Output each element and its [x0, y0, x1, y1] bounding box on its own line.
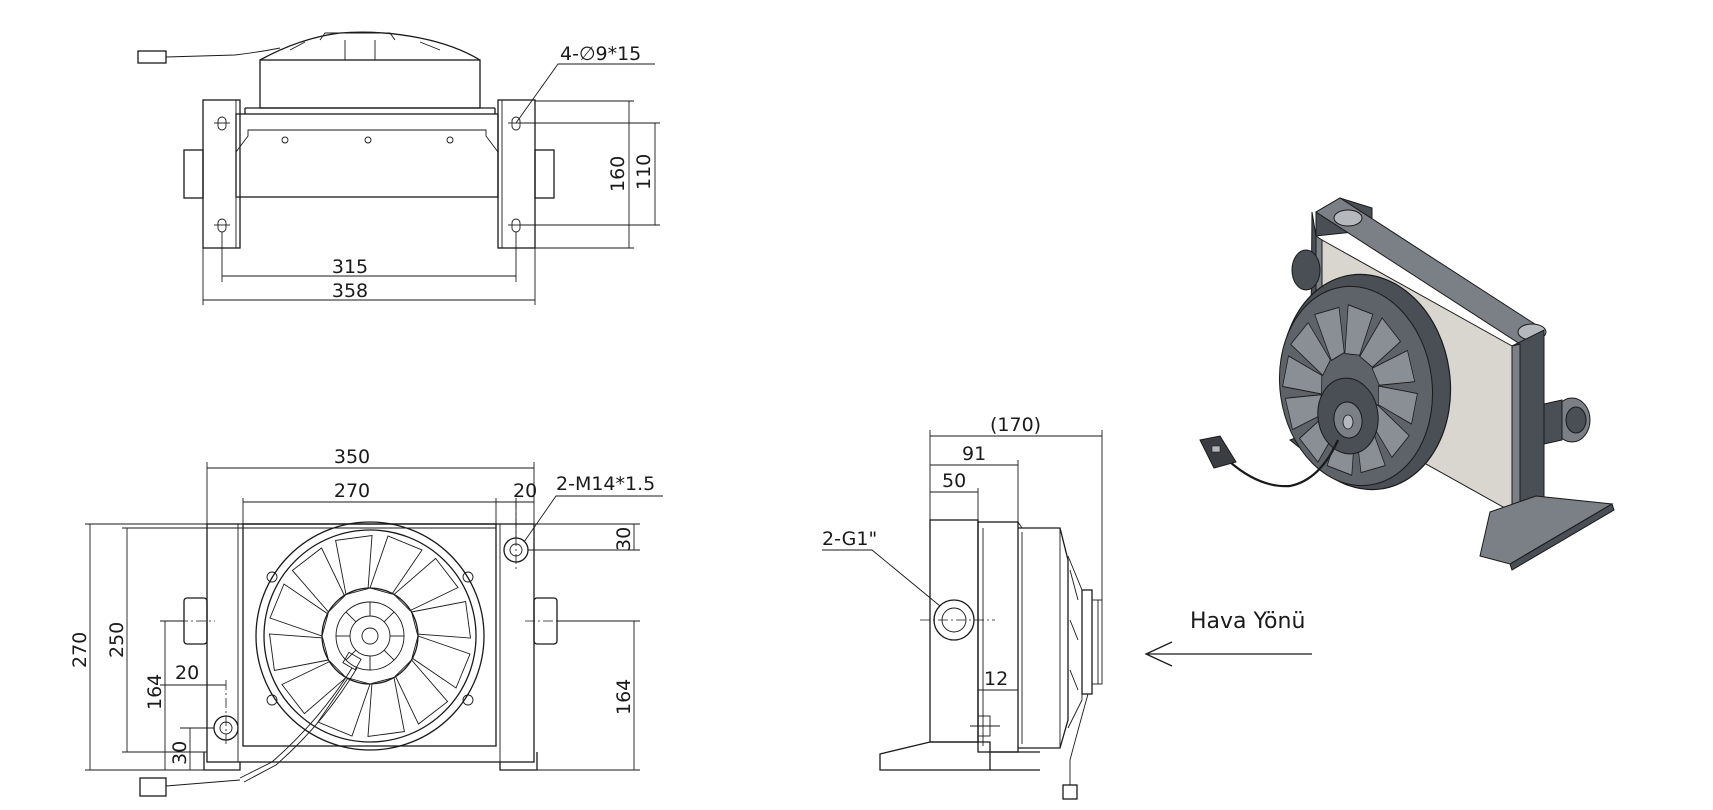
side-core [977, 521, 1019, 753]
dim-250: 250 [106, 622, 128, 658]
right-foot [499, 752, 538, 771]
top-cable [165, 47, 281, 58]
front-cable [239, 667, 353, 779]
iso-left-port [1291, 249, 1321, 291]
fan-hub-top [259, 31, 481, 61]
dim-270: 270 [334, 480, 370, 502]
port-note: 2-M14*1.5 [556, 473, 655, 495]
front-view: 350 270 20 2-M14*1.5 30 164 270 250 164 … [69, 446, 663, 797]
fan-motor-body [259, 59, 481, 109]
dim-20-top: 20 [513, 480, 537, 502]
iso-right-foot [1479, 495, 1614, 565]
dim-315: 315 [332, 256, 368, 278]
airflow-label: Hava Yönü [1190, 609, 1305, 634]
dim-270-left: 270 [69, 632, 91, 668]
dim-50: 50 [942, 470, 966, 492]
front-connector-plug [139, 777, 167, 797]
mounting-slot [214, 218, 230, 233]
hole-note: 4-∅9*15 [560, 43, 641, 65]
airflow-indicator: Hava Yönü [1144, 609, 1312, 667]
left-foot [203, 752, 241, 771]
side-cable [1069, 693, 1089, 785]
dim-30-top: 30 [613, 527, 635, 551]
top-connector-plug [137, 50, 167, 64]
left-port-top [183, 149, 204, 199]
fan-blades [269, 535, 471, 737]
core-shroud-line [235, 129, 499, 153]
motor-hub-outer [321, 587, 419, 685]
side-foot [879, 741, 991, 771]
side-connector-plug [1062, 784, 1078, 800]
fan-hub-cap [319, 32, 396, 41]
mounting-slot [508, 218, 524, 233]
iso-cable [1229, 439, 1340, 488]
hole-note-leader [515, 63, 655, 124]
side-port-note: 2-G1" [822, 528, 877, 550]
mounting-slot [214, 116, 230, 131]
front-core [242, 523, 497, 747]
fan-hub-ribs [289, 40, 441, 60]
dim-160: 160 [607, 156, 629, 192]
airflow-arrow-head [1144, 641, 1173, 667]
dim-91: 91 [962, 443, 986, 465]
side-view: 2-G1" (170) 91 50 12 [822, 414, 1103, 800]
cable-gland [342, 651, 362, 671]
dim-350: 350 [334, 446, 370, 468]
side-motor-hub [1081, 589, 1093, 695]
fan-shroud-inner [263, 529, 477, 743]
fan-shroud-outer [255, 521, 485, 751]
port-note-leader [523, 495, 663, 543]
dim-110: 110 [633, 154, 655, 190]
dim-20-low: 20 [175, 662, 199, 684]
core-block-top [235, 113, 499, 198]
side-port-leader [822, 549, 941, 607]
mounting-slot [508, 116, 524, 131]
isometric-render [1199, 197, 1615, 571]
dim-164-right: 164 [613, 679, 635, 715]
dim-170: (170) [990, 414, 1041, 436]
dim-358: 358 [332, 280, 368, 302]
side-shroud [1018, 527, 1069, 749]
right-port-top [534, 149, 555, 199]
dim-12: 12 [984, 668, 1008, 690]
dim-30-low: 30 [169, 741, 191, 765]
dim-164-left: 164 [144, 674, 166, 710]
top-view: 4-∅9*15 315 358 160 110 [137, 31, 660, 305]
left-bracket-top [202, 99, 241, 249]
side-blades [1067, 555, 1083, 729]
